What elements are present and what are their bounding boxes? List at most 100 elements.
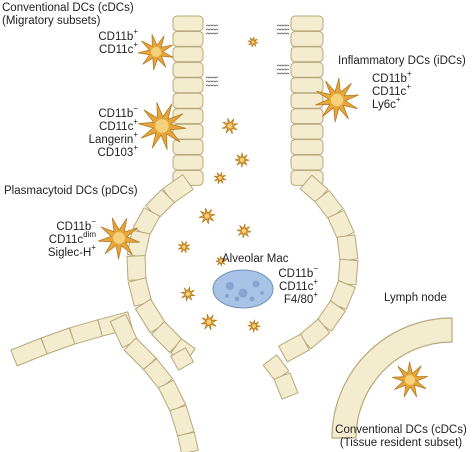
pdc-markers: CD11b− CD11cdim Siglec-H+ — [47, 217, 96, 259]
dc-small — [177, 240, 191, 254]
mucus-layer — [205, 24, 290, 87]
airway-cell-junction — [170, 347, 194, 371]
airway-cell-lower-mid — [157, 379, 187, 413]
dc-small — [247, 36, 259, 48]
epithelium-layer — [10, 15, 359, 452]
lymph-node — [331, 317, 453, 439]
dc-small — [247, 319, 261, 333]
dc-nucleus — [155, 119, 169, 133]
dc-small — [198, 207, 216, 225]
dc-small — [200, 313, 218, 331]
mucus-wave — [205, 28, 219, 31]
dc-cdc-cd11b — [137, 34, 174, 71]
airway-cell-lower-mid — [123, 337, 157, 371]
airway-cell-lower-mid — [142, 358, 174, 390]
idc-markers: CD11b+ CD11c+ Ly6c+ — [372, 69, 412, 111]
dc-small — [215, 255, 227, 267]
dc-cdc-langerin — [137, 102, 187, 150]
pdc-title: Plasmacytoid DCs (pDCs) — [4, 185, 138, 197]
airway-cell-lower-mid — [177, 431, 199, 452]
dc-pdc — [97, 217, 141, 260]
cdc-group1-markers: CD11b+ CD11c+ — [98, 27, 138, 56]
airway-cell-lower-mid — [169, 405, 195, 437]
alveolar-cell-right — [278, 333, 310, 363]
cdc-resident-title: Conventional DCs (cDCs) (Tissue resident… — [335, 424, 467, 449]
dc-nucleus — [218, 176, 222, 180]
dc-nucleus — [252, 324, 256, 328]
dc-idc — [315, 77, 359, 123]
bronchial-cell-left — [172, 108, 204, 125]
mucus-wave — [276, 28, 290, 31]
mucus-wave — [276, 24, 290, 27]
dc-small — [234, 152, 250, 168]
lymph-node-arc — [331, 317, 453, 439]
bronchial-cell-left — [172, 15, 204, 32]
bronchial-cell-left — [172, 61, 204, 78]
lymph-node-label: Lymph node — [384, 292, 447, 304]
bronchial-cell-right — [290, 61, 324, 78]
dc-nucleus — [251, 40, 255, 44]
dc-nucleus — [151, 47, 161, 57]
dc-nucleus — [186, 292, 190, 296]
bronchial-cell-right — [290, 108, 324, 125]
mucus-wave — [205, 80, 219, 83]
cdc-group2-markers: CD11b− CD11c+ Langerin+ CD103+ — [88, 104, 138, 159]
idc-title: Inflammatory DCs (iDCs) — [338, 55, 466, 67]
dc-nucleus — [405, 375, 415, 385]
dc-nucleus — [206, 319, 212, 325]
mucus-wave — [276, 32, 290, 35]
airway-cell-lower-right — [262, 354, 290, 382]
macrophage-vacuole — [226, 282, 234, 290]
bronchial-cell-left — [172, 31, 204, 47]
dc-small — [221, 117, 239, 135]
alveolar-macrophage — [212, 269, 274, 309]
macrophage-cell — [212, 269, 274, 309]
mucus-wave — [205, 32, 219, 35]
cdc-migratory-title: Conventional DCs (cDCs) (Migratory subse… — [2, 2, 134, 27]
bronchial-cell-right — [290, 92, 324, 109]
alveolar-cell-right — [329, 280, 356, 310]
bronchial-cell-left — [172, 46, 204, 63]
dc-nucleus — [330, 93, 344, 107]
bronchial-cell-right — [290, 77, 324, 94]
dc-nucleus — [219, 259, 223, 263]
bronchial-cell-right — [290, 139, 324, 156]
dc-nucleus — [242, 229, 246, 233]
dc-nucleus — [240, 158, 244, 162]
macrophage-vacuole — [234, 296, 240, 302]
mucus-wave — [276, 72, 290, 75]
macrophage-vacuole — [238, 288, 248, 298]
dc-small — [236, 223, 252, 239]
dendritic-cells-layer — [97, 34, 429, 398]
mucus-wave — [276, 64, 290, 67]
alveolar-mac-markers: CD11b− CD11c+ F4/80+ — [278, 264, 318, 306]
bronchial-cell-left — [172, 77, 204, 94]
alveolar-cell-right — [314, 190, 344, 220]
airway-cell-lower-left — [10, 337, 48, 367]
bronchial-cell-left — [172, 92, 204, 109]
mucus-wave — [205, 76, 219, 79]
macrophage-vacuole — [252, 280, 260, 288]
mucus-wave — [205, 24, 219, 27]
dc-small — [180, 286, 196, 302]
bronchial-cell-right — [290, 154, 324, 171]
alveolar-cell-right — [337, 258, 359, 286]
bronchial-cell-right — [290, 31, 324, 47]
airway-cell-lower-left — [69, 319, 103, 345]
mucus-wave — [205, 84, 219, 87]
airway-cell-lower-right — [273, 372, 299, 400]
mucus-wave — [276, 68, 290, 71]
alveolar-cell-right — [298, 318, 331, 350]
bronchial-cell-left — [172, 139, 204, 156]
alveolar-cell-right — [299, 174, 329, 204]
dc-nucleus — [204, 213, 210, 219]
dc-resident — [391, 361, 429, 398]
bronchial-cell-left — [172, 154, 204, 171]
alveolar-cell-right — [316, 300, 346, 332]
macrophage-vacuole — [260, 291, 264, 295]
alveolar-mac-title: Alveolar Mac — [222, 253, 289, 265]
dc-nucleus — [182, 245, 186, 249]
dc-small — [213, 171, 227, 185]
macrophage-vacuole — [225, 294, 229, 298]
